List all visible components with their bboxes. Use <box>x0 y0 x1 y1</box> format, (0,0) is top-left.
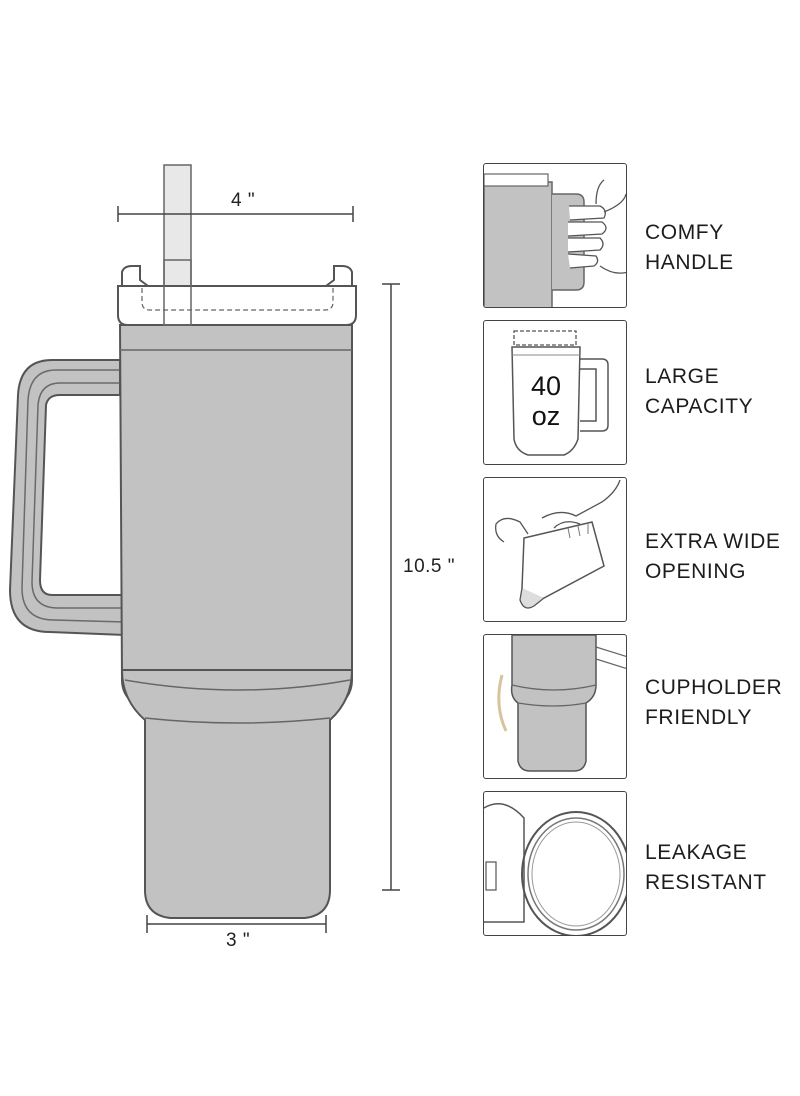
width-bottom-label: 3 " <box>226 930 251 951</box>
hand-inside-cup-icon <box>495 479 621 609</box>
capacity-value: 40 <box>530 371 562 401</box>
tumbler-base <box>120 669 354 919</box>
feature-panel-extra-wide-opening <box>483 477 627 622</box>
feature-panel-leakage-resistant <box>483 791 627 936</box>
tumbler-lid <box>117 285 357 326</box>
lid-seal-ring-icon <box>484 803 626 935</box>
feature-panel-comfy-handle <box>483 163 627 308</box>
height-label: 10.5 " <box>403 556 456 577</box>
feature-label-cupholder-friendly: CUPHOLDER FRIENDLY <box>645 676 783 729</box>
width-top-label: 4 " <box>231 190 256 211</box>
hand-gripping-handle-icon <box>484 173 626 307</box>
feature-label-leakage-resistant: LEAKAGE RESISTANT <box>645 841 767 894</box>
feature-panel-large-capacity: 40 oz <box>483 320 627 465</box>
feature-label-comfy-handle: COMFY HANDLE <box>645 221 734 274</box>
feature-panel-cupholder-friendly <box>483 634 627 779</box>
feature-label-large-capacity: LARGE CAPACITY <box>645 365 754 418</box>
capacity-unit: oz <box>531 401 561 431</box>
capacity-badge: 40 oz <box>514 371 578 431</box>
cup-in-holder-icon <box>497 635 626 772</box>
feature-label-extra-wide-opening: EXTRA WIDE OPENING <box>645 530 781 583</box>
tumbler-body-upper <box>118 324 353 711</box>
mug-40oz-icon <box>511 330 609 456</box>
